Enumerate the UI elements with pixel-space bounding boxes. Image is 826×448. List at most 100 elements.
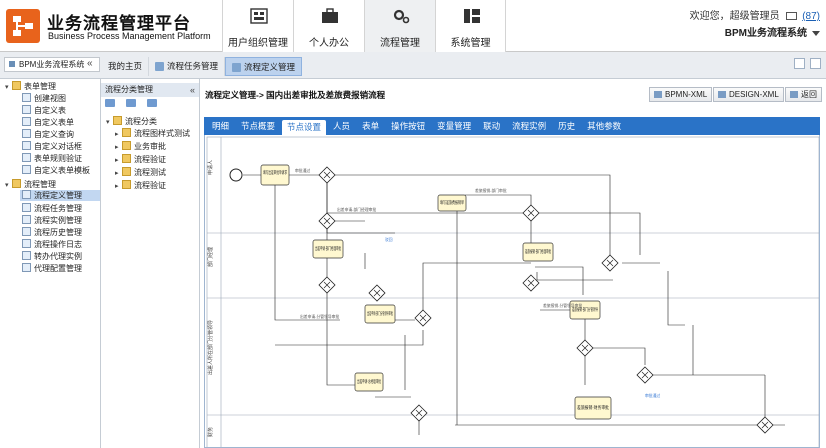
flow-label: 差旅报销-分管领导审批 — [543, 303, 582, 308]
flow-logo-icon — [13, 16, 33, 36]
expand-icon[interactable]: ▸ — [115, 157, 119, 164]
tab-variables[interactable]: 变量管理 — [437, 121, 472, 131]
page-icon — [22, 129, 31, 138]
collapse-icon[interactable]: ▾ — [5, 84, 9, 91]
page-tab-home[interactable]: 我的主页 — [102, 57, 150, 76]
lane-label: 部门经理 — [207, 247, 214, 267]
page-tab-task[interactable]: 流程任务管理 — [149, 57, 226, 76]
folder-icon[interactable] — [147, 99, 157, 107]
category-item[interactable]: ▸流程测试 — [115, 167, 166, 178]
page-icon — [155, 62, 165, 72]
sidebar-item-process-log[interactable]: 流程操作日志 — [22, 239, 82, 250]
process-diagram[interactable]: 申请人 部门经理 出差人所在部门分管领导 财务 — [204, 135, 820, 448]
collapse-sidebar-icon[interactable]: « — [87, 58, 93, 69]
category-item[interactable]: ▸ 流程图样式测试 — [115, 128, 190, 139]
task-node[interactable]: 差旅报销-财务审批 — [574, 396, 612, 420]
item-label: 流程操作日志 — [34, 240, 82, 249]
tab-buttons[interactable]: 操作按钮 — [391, 121, 426, 131]
tab-node-summary[interactable]: 节点概要 — [241, 121, 276, 131]
folder-icon — [122, 141, 131, 150]
sidebar-item-process-task[interactable]: 流程任务管理 — [22, 203, 82, 214]
expand-icon[interactable]: ▸ — [115, 131, 119, 138]
tab-personnel[interactable]: 人员 — [333, 121, 351, 131]
sidebar-item-delegate-instance[interactable]: 转办代理实例 — [22, 251, 82, 262]
sidebar-item-process-instance[interactable]: 流程实例管理 — [22, 215, 82, 226]
bpmn-xml-button[interactable]: BPMN-XML — [649, 87, 713, 102]
collapse-icon[interactable]: ▾ — [5, 182, 9, 189]
page-icon — [22, 165, 31, 174]
task-node[interactable]: 填写出差审批单请求 — [260, 164, 290, 186]
task-label: 出差申请-总经理审批 — [357, 378, 381, 385]
tab-form[interactable]: 表单 — [362, 121, 380, 131]
fullscreen-button[interactable] — [810, 58, 821, 69]
sidebar-item-custom-dialog[interactable]: 自定义对话框 — [22, 141, 82, 152]
task-node[interactable]: 出差申请-部门经理审批 — [312, 239, 344, 259]
category-item[interactable]: ▸流程验证 — [115, 154, 166, 165]
tab-detail[interactable]: 明细 — [212, 121, 230, 131]
sidebar-item-agent-config[interactable]: 代理配置管理 — [22, 263, 82, 274]
sidebar-group-process[interactable]: ▾流程管理 — [5, 179, 56, 190]
task-label: 差旅报销-部门分管领导 — [572, 306, 598, 313]
tab-label: 流程任务管理 — [167, 61, 219, 71]
sidebar-item-form-rules[interactable]: 表单规则验证 — [22, 153, 82, 164]
expand-icon[interactable]: ▸ — [115, 144, 119, 151]
tab-history[interactable]: 历史 — [558, 121, 576, 131]
expand-icon[interactable]: ▸ — [115, 183, 119, 190]
expand-icon[interactable]: ▸ — [115, 170, 119, 177]
item-label: 转办代理实例 — [34, 252, 82, 261]
expand-icon[interactable] — [126, 99, 136, 107]
task-node[interactable]: 出差申请-部门分管领导审批 — [364, 304, 396, 324]
system-name: BPM业务流程系统 — [724, 28, 807, 39]
collapse-panel-icon[interactable]: « — [189, 85, 195, 95]
message-count[interactable]: (87) — [802, 11, 820, 22]
page-icon — [22, 251, 31, 260]
tab-linkage[interactable]: 联动 — [483, 121, 501, 131]
item-label: 流程定义管理 — [34, 191, 82, 200]
nav-user-org[interactable]: 用户组织管理 — [222, 0, 293, 52]
tab-instances[interactable]: 流程实例 — [512, 121, 547, 131]
page-icon — [22, 239, 31, 248]
page-tab-definition[interactable]: 流程定义管理 — [225, 57, 303, 76]
sidebar-item-form-template[interactable]: 自定义表单模板 — [22, 165, 90, 176]
nav-process-mgmt[interactable]: 流程管理 — [364, 0, 435, 52]
start-event-icon[interactable] — [229, 168, 243, 182]
nav-personal-office[interactable]: 个人办公 — [293, 0, 364, 52]
tab-strip — [0, 52, 826, 79]
refresh-icon[interactable] — [105, 99, 115, 107]
task-node[interactable]: 差旅报销-部门分管领导 — [569, 300, 601, 320]
item-label: 自定义表单模板 — [34, 166, 90, 175]
item-label: 流程历史管理 — [34, 228, 82, 237]
task-node[interactable]: 填写差旅费报销单 — [437, 194, 467, 212]
tab-node-settings[interactable]: 节点设置 — [282, 120, 327, 135]
folder-icon — [122, 154, 131, 163]
task-node[interactable]: 差旅报销-部门经理审批 — [522, 242, 554, 262]
category-item[interactable]: ▸流程验证 — [115, 180, 166, 191]
category-item[interactable]: ▸ 业务审批 — [115, 141, 166, 152]
design-xml-button[interactable]: DESIGN-XML — [713, 87, 784, 102]
tab-other-params[interactable]: 其他参数 — [587, 121, 622, 131]
collapse-icon[interactable]: ▾ — [106, 119, 110, 126]
flow-label: 审批通过 — [645, 393, 660, 398]
sidebar-item-custom-table[interactable]: 自定义表 — [22, 105, 66, 116]
back-button[interactable]: 返回 — [785, 87, 822, 102]
page-icon — [232, 63, 242, 73]
sidebar-item-create-view[interactable]: 创建视图 — [22, 93, 66, 104]
sidebar-item-custom-query[interactable]: 自定义查询 — [22, 129, 74, 140]
nav-system-mgmt[interactable]: 系统管理 — [435, 0, 506, 52]
sidebar-item-process-definition[interactable]: 流程定义管理 — [20, 190, 100, 201]
mail-icon[interactable] — [786, 12, 798, 20]
task-node[interactable]: 出差申请-总经理审批 — [354, 372, 384, 392]
item-label: 代理配置管理 — [34, 264, 82, 273]
sidebar-item-custom-form[interactable]: 自定义表单 — [22, 117, 74, 128]
main-content: 流程定义管理-> 国内出差审批及差旅费报销流程 BPMN-XML DESIGN-… — [200, 79, 826, 448]
category-label: 流程图样式测试 — [134, 129, 190, 138]
category-label: 业务审批 — [134, 142, 166, 151]
system-selector[interactable]: BPM业务流程系统 — [725, 24, 820, 39]
page-icon — [22, 227, 31, 236]
flow-labels: 审批通过 出差申请-部门经理审批 差旅报销-部门审批 出差申请-分管领导审批 差… — [295, 168, 660, 398]
sidebar-group-form[interactable]: ▾表单管理 — [5, 81, 56, 92]
category-root[interactable]: ▾流程分类 — [106, 116, 157, 127]
sidebar-item-process-history[interactable]: 流程历史管理 — [22, 227, 82, 238]
page-icon — [22, 141, 31, 150]
refresh-button[interactable] — [794, 58, 805, 69]
